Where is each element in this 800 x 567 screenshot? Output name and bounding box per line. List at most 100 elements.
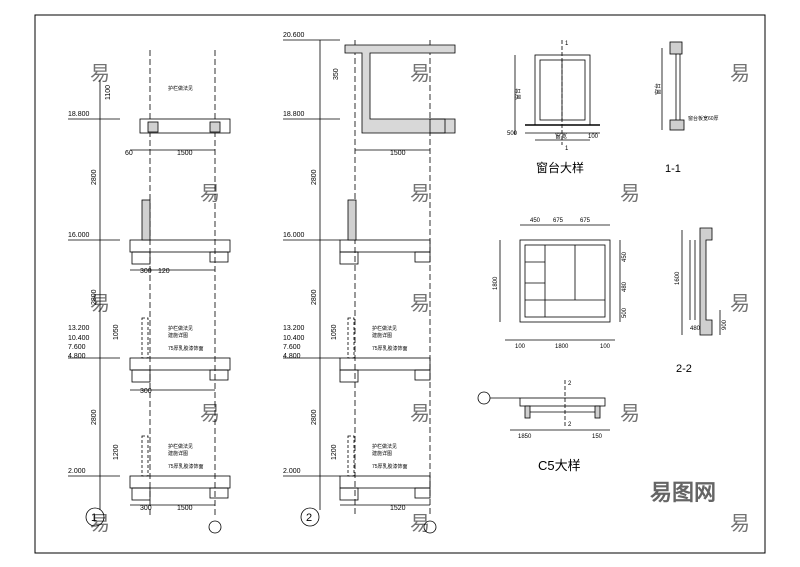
watermark-logo: 易图网 xyxy=(650,480,716,505)
sec22-dim-900: 900 xyxy=(722,319,728,330)
note-railing-1b: 护栏做法见 xyxy=(168,325,193,332)
windowsill-detail xyxy=(514,40,600,145)
slab-10400-2 xyxy=(339,317,431,383)
note-railing-2d: 护栏做法见 xyxy=(372,325,397,332)
dim-2800-f: 2800 xyxy=(311,409,318,425)
elev-20600-2: 20.600 xyxy=(283,32,305,39)
note-finish-1c: 75厚乳胶漆饰面 xyxy=(168,463,204,470)
dim-1500-c: 1500 xyxy=(390,150,406,157)
dim-1050-b: 1050 xyxy=(331,324,338,340)
slab-10400 xyxy=(129,317,231,383)
sec22-dim-480: 480 xyxy=(690,326,701,332)
c5-dim-1800-v: 1800 xyxy=(493,276,499,290)
note-railing-2e: 建施详图 xyxy=(372,332,392,339)
sill-label-width: 窗宽 xyxy=(555,132,567,140)
c5-dim-100-b: 100 xyxy=(600,344,611,350)
watermark-char: 易 xyxy=(410,401,430,425)
detail-1-labels: 18.800 16.000 13.200 10.400 7.600 4.800 … xyxy=(68,85,204,524)
dim-2800-c: 2800 xyxy=(91,409,98,425)
c5-dim-1800-h: 1800 xyxy=(555,344,569,350)
sec11-title: 1-1 xyxy=(665,163,681,175)
elev-13200-2: 13.200 xyxy=(283,325,305,332)
note-railing-2f: 护栏做法见 xyxy=(372,443,397,450)
dim-300-c: 300 xyxy=(140,505,152,512)
slab-16000-2 xyxy=(339,199,431,265)
c5-plan-mark-bottom: 2 xyxy=(568,422,572,428)
section-2-2 xyxy=(681,227,721,336)
dim-300-b: 300 xyxy=(140,388,152,395)
c5-plan-mark-top: 2 xyxy=(568,381,572,387)
note-railing-2b: 建施详图 xyxy=(168,332,188,339)
window-c5-elevation xyxy=(499,224,621,341)
elev-4800-1: 4.800 xyxy=(68,353,86,360)
window-c5-elev-labels: 450 675 675 1800 450 480 500 100 1800 10… xyxy=(493,218,628,350)
section-2-2-labels: 1600 900 480 2-2 xyxy=(675,271,728,375)
c5-plan-dim-150: 150 xyxy=(592,434,603,440)
note-railing-1c: 护栏做法见 xyxy=(168,443,193,450)
dim-1520: 1520 xyxy=(390,505,406,512)
c5-dim-480-v: 480 xyxy=(622,281,628,292)
c5-dim-675-a: 675 xyxy=(553,218,564,224)
dim-120-a: 120 xyxy=(158,268,170,275)
dim-2800-a: 2800 xyxy=(91,169,98,185)
watermark-char: 易 xyxy=(620,401,640,425)
watermark-char: 易 xyxy=(200,401,220,425)
dim-300-a: 300 xyxy=(140,268,152,275)
window-c5-plan-labels: 2 2 1850 150 C5大样 xyxy=(518,381,603,473)
watermark-char: 易 xyxy=(90,61,110,85)
sill-section-mark-top: 1 xyxy=(565,41,569,47)
sill-label-window: 窗台 xyxy=(514,88,522,100)
watermark-char: 易 xyxy=(620,181,640,205)
slab-2000-2 xyxy=(339,435,431,501)
sec11-label-sill: 窗台 xyxy=(654,83,662,95)
elev-16000-2: 16.000 xyxy=(283,232,305,239)
watermark-char: 易 xyxy=(410,511,430,535)
dim-350: 350 xyxy=(333,68,340,80)
watermark-char: 易 xyxy=(90,511,110,535)
watermark-char: 易 xyxy=(410,61,430,85)
slab-2000 xyxy=(129,435,231,501)
dim-60-a: 60 xyxy=(125,150,133,157)
elev-4800-2: 4.800 xyxy=(283,353,301,360)
c5-dim-675-b: 675 xyxy=(580,218,591,224)
c5-title: C5大样 xyxy=(538,458,581,473)
elev-2000-2: 2.000 xyxy=(283,468,301,475)
dim-1500-a: 1500 xyxy=(177,150,193,157)
watermark-char: 易 xyxy=(90,291,110,315)
callout-number-1: 1 xyxy=(91,512,97,524)
note-railing-2g: 建施详图 xyxy=(372,450,392,457)
sill-dim-500: 500 xyxy=(507,131,518,137)
window-c5-plan xyxy=(477,380,610,431)
sec11-note: 窗台板宽60厚 xyxy=(688,115,719,122)
wall-section-detail-1 xyxy=(68,50,231,534)
note-finish-1b: 75厚乳胶漆饰面 xyxy=(168,345,204,352)
roof-parapet xyxy=(344,44,456,134)
elev-10400-1: 10.400 xyxy=(68,335,90,342)
note-railing-1a: 护栏做法见 xyxy=(168,85,193,92)
dim-1100-a: 1100 xyxy=(105,85,112,100)
c5-dim-450-a: 450 xyxy=(530,218,541,224)
elev-10400-2: 10.400 xyxy=(283,335,305,342)
elev-2000-1: 2.000 xyxy=(68,468,86,475)
dim-1050-a: 1050 xyxy=(113,324,120,340)
sec22-title: 2-2 xyxy=(676,363,692,375)
slab-18800 xyxy=(139,118,231,134)
section-1-1-labels: 窗台 窗台板宽60厚 1-1 xyxy=(654,83,719,175)
watermark-char: 易 xyxy=(730,511,750,535)
dim-1200-b: 1200 xyxy=(331,444,338,460)
section-1-1 xyxy=(661,41,685,131)
slab-16000 xyxy=(129,199,231,265)
sheet-border xyxy=(34,14,766,554)
c5-dim-100-a: 100 xyxy=(515,344,526,350)
c5-dim-500-v: 500 xyxy=(622,307,628,318)
c5-plan-dim-1850: 1850 xyxy=(518,434,532,440)
elev-16000-1: 16.000 xyxy=(68,232,90,239)
elev-18800-2: 18.800 xyxy=(283,111,305,118)
elev-7600-1: 7.600 xyxy=(68,344,86,351)
dim-2800-b: 2800 xyxy=(91,289,98,305)
note-railing-2c: 建施详图 xyxy=(168,450,188,457)
watermark-char: 易 xyxy=(730,61,750,85)
wall-section-detail-2 xyxy=(283,39,456,534)
windowsill-labels: 窗台 窗宽 500 100 1 1 窗台大样 xyxy=(507,41,599,175)
